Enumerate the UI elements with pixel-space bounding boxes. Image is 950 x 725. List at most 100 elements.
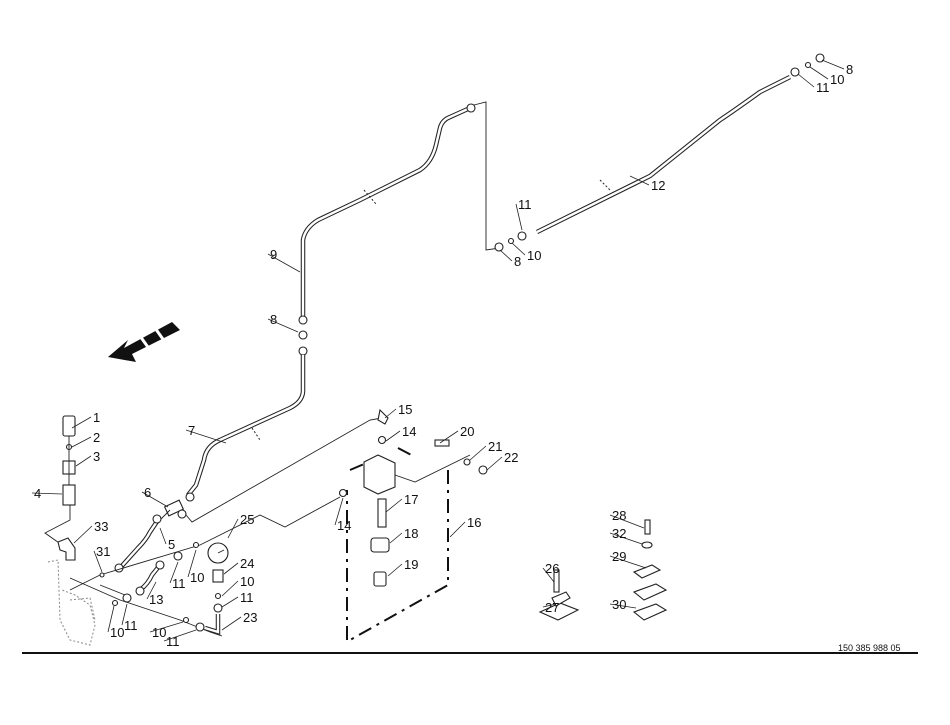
callout-leader: [141, 491, 169, 508]
travel-direction-arrow-icon: [108, 322, 180, 362]
callout-label: 14: [402, 424, 416, 439]
callout-leader: [629, 175, 650, 186]
callout-label: 8: [270, 312, 277, 327]
callout-leader: [384, 408, 397, 419]
connection-line: [69, 496, 341, 591]
callout-leader: [71, 416, 92, 429]
callout-leader: [542, 567, 555, 583]
callout-label: 10: [152, 625, 166, 640]
callout-leader: [334, 497, 344, 526]
callout-label: 15: [398, 402, 412, 417]
callout-label: 18: [404, 526, 418, 541]
callout-leader: [223, 562, 239, 575]
callout-leader: [159, 527, 167, 545]
callout-label: 5: [168, 537, 175, 552]
pressure-switch-1: [62, 415, 76, 506]
callout-label: 2: [93, 430, 100, 445]
callout-label: 3: [93, 449, 100, 464]
callout-leader: [511, 242, 526, 256]
callout-label: 20: [460, 424, 474, 439]
callout-label: 23: [243, 610, 257, 625]
callout-leader: [221, 616, 242, 631]
callout-leader: [93, 550, 103, 573]
callout-leader: [499, 249, 513, 262]
callout-leader: [107, 605, 115, 633]
callout-label: 8: [846, 62, 853, 77]
callout-leader: [71, 436, 92, 448]
solenoid-valve-16: [338, 408, 488, 641]
callout-leader: [515, 203, 523, 231]
drawing-number: 150 385 988 05: [838, 643, 901, 653]
callout-label: 12: [651, 178, 665, 193]
callout-leader: [809, 66, 829, 80]
callout-leader: [149, 621, 184, 633]
pressure-gauge-25: [204, 542, 229, 636]
callout-leader: [609, 555, 647, 569]
callout-label: 9: [270, 247, 277, 262]
callout-leader: [385, 498, 403, 513]
connection-line: [69, 577, 223, 637]
fittings: [111, 541, 205, 632]
callout-label: 11: [518, 197, 532, 212]
callout-leader: [221, 580, 239, 597]
callout-label: 16: [467, 515, 481, 530]
callout-label: 22: [504, 450, 518, 465]
callout-label: 4: [34, 486, 41, 501]
callout-leader: [389, 532, 403, 544]
callout-leader: [187, 549, 197, 578]
callout-label: 30: [612, 597, 626, 612]
callout-leader: [469, 445, 487, 461]
callout-label: 11: [816, 80, 830, 95]
callout-leader: [439, 430, 459, 444]
callout-leader: [609, 514, 645, 529]
callout-leader: [146, 581, 157, 600]
callout-leader: [227, 518, 239, 539]
callout-leader: [163, 629, 197, 642]
callout-leader: [797, 73, 815, 88]
callout-leader: [821, 59, 845, 70]
callout-label: 11: [124, 618, 138, 633]
callout-leader: [267, 318, 299, 333]
callout-label: 10: [830, 72, 844, 87]
tee-fitting-6: [159, 417, 383, 523]
callout-leader: [542, 603, 557, 608]
callout-leader: [75, 455, 92, 467]
pipe-13: [135, 560, 165, 596]
callout-label: 31: [96, 544, 110, 559]
callout-leader: [31, 492, 63, 495]
callout-label: 11: [240, 590, 254, 605]
callout-leader: [449, 521, 466, 538]
callout-label: 25: [240, 512, 254, 527]
callout-leader: [169, 561, 179, 584]
callout-leader: [267, 253, 301, 273]
callout-label: 6: [144, 485, 151, 500]
break-marks: [251, 179, 611, 441]
pipe-clamp-30: [632, 519, 668, 621]
callout-label: 13: [149, 592, 163, 607]
pipe-7: [185, 355, 306, 502]
callout-leader: [185, 429, 227, 444]
callout-label: 14: [337, 518, 351, 533]
callout-label: 17: [404, 492, 418, 507]
callout-label: 32: [612, 526, 626, 541]
seal-31: [99, 572, 105, 578]
callout-label: 8: [514, 254, 521, 269]
callout-leader: [486, 456, 503, 471]
pipe-clamp-27: [538, 569, 580, 621]
callout-label: 19: [404, 557, 418, 572]
callout-label: 21: [488, 439, 502, 454]
callout-label: 29: [612, 549, 626, 564]
callout-label: 10: [527, 248, 541, 263]
callout-leader: [73, 525, 93, 544]
callout-leader: [221, 596, 239, 608]
callout-leader: [385, 430, 401, 442]
callout-label: 10: [110, 625, 124, 640]
callout-label: 10: [190, 570, 204, 585]
callout-label: 10: [240, 574, 254, 589]
callout-leader: [609, 532, 643, 545]
callout-label: 11: [166, 634, 180, 649]
callout-label: 11: [172, 576, 186, 591]
callout-label: 28: [612, 508, 626, 523]
callout-label: 24: [240, 556, 254, 571]
